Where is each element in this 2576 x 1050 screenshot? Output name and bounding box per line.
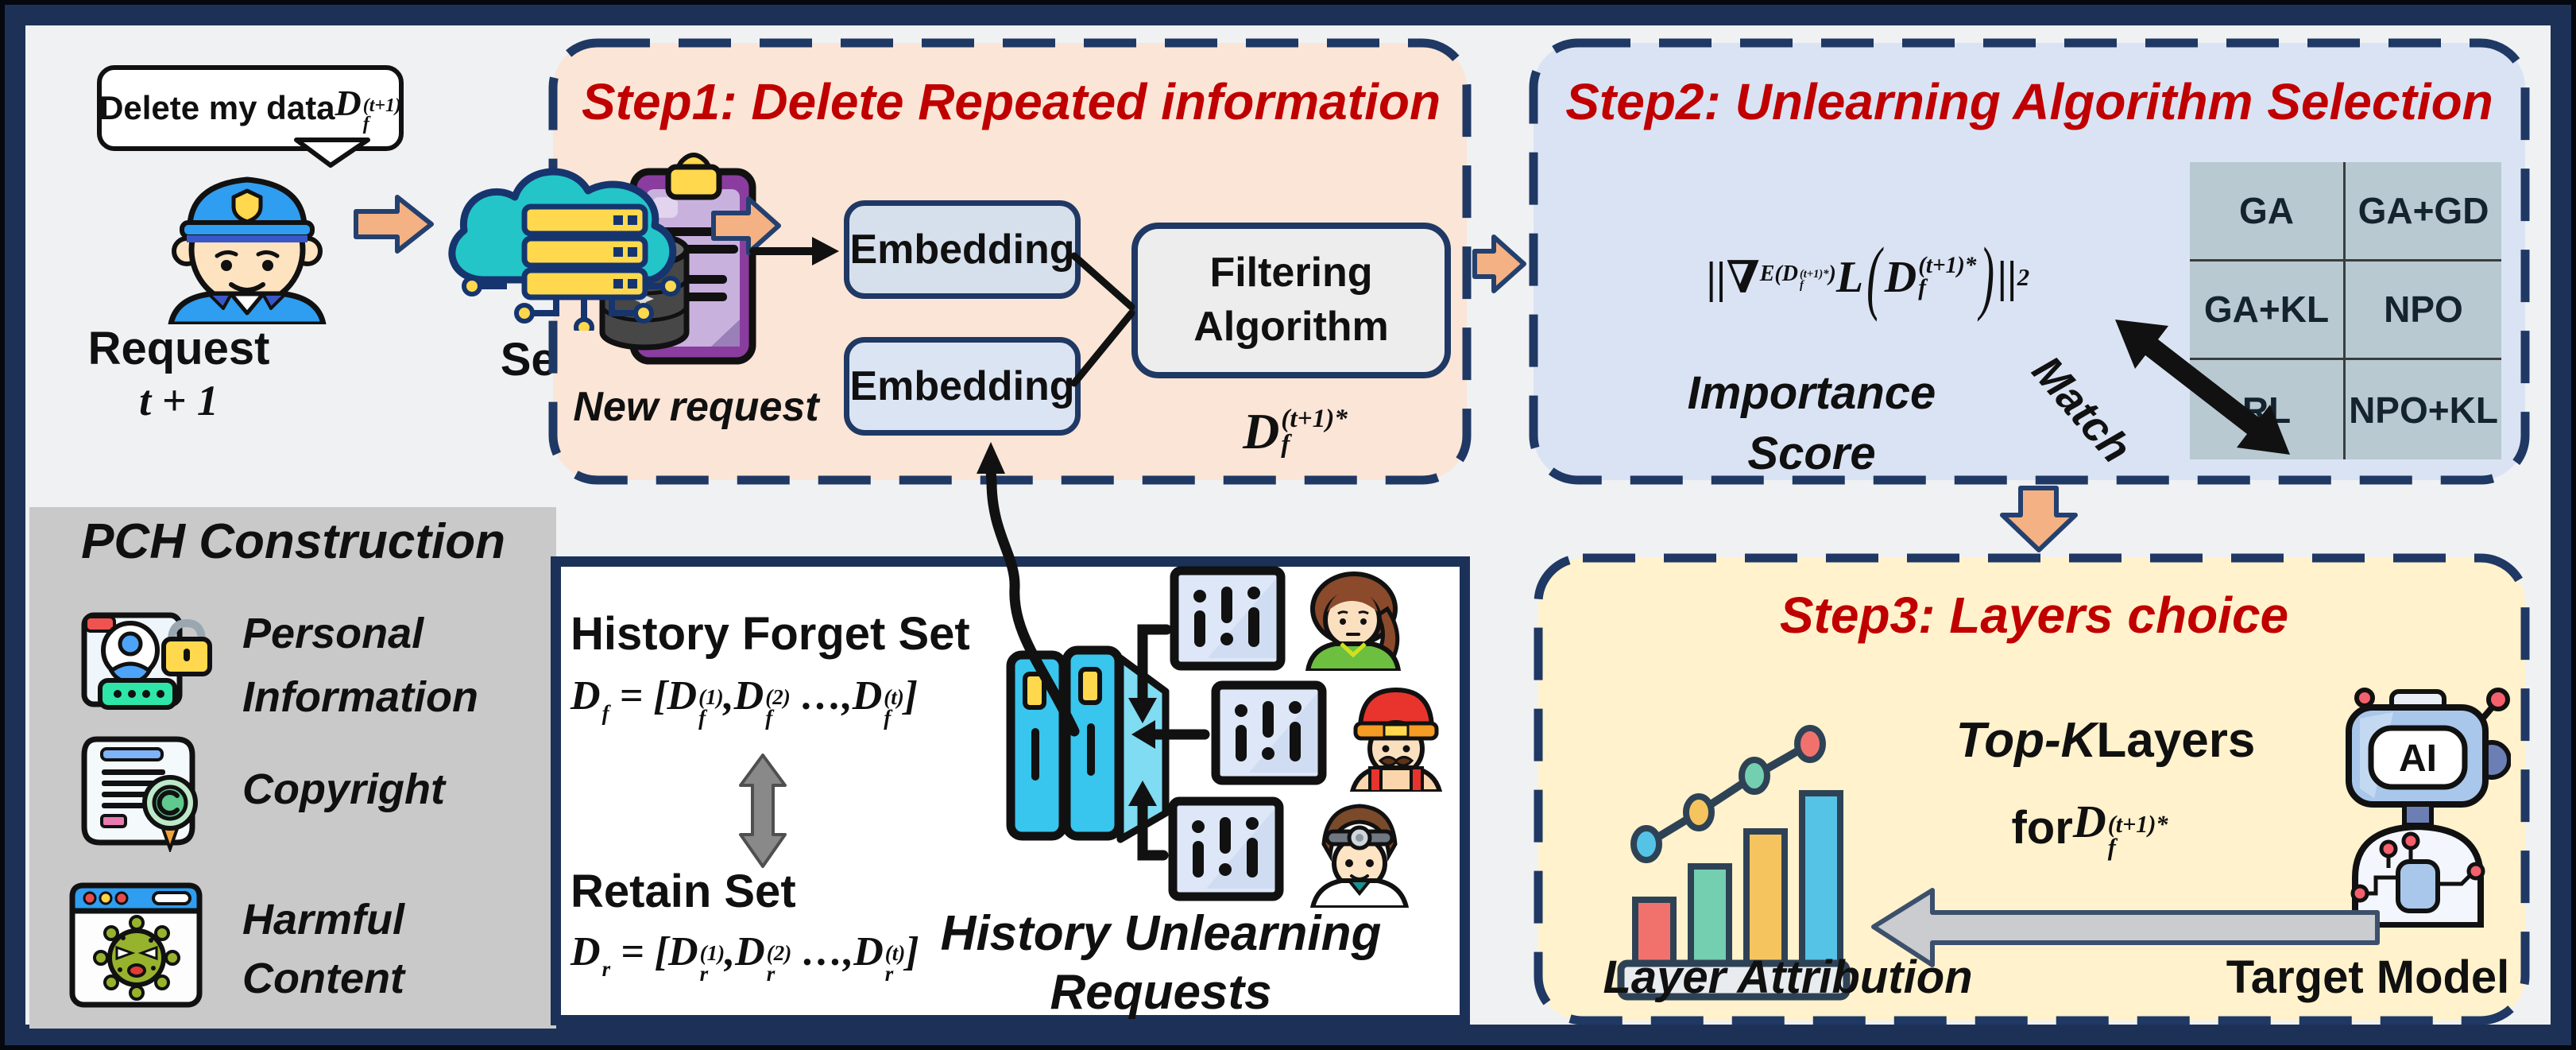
- user-doctor-avatar: [1309, 804, 1410, 908]
- embedding-box-top: Embedding: [844, 200, 1081, 299]
- algorithm-table: GA GA+GD GA+KL NPO RL NPO+KL: [2190, 162, 2501, 459]
- filtering-line1: Filtering: [1209, 250, 1373, 296]
- request-document-icon: [1168, 566, 1287, 671]
- request-document-icon: [1166, 796, 1286, 901]
- filtering-line2: Algorithm: [1193, 304, 1389, 350]
- importance-score-formula: ||∇E(D(t+1)*f) L (D(t+1)*f) ||2: [1706, 231, 2030, 324]
- layer-attribution-chart-icon: [1617, 725, 1851, 1001]
- cloud-server-icon: [448, 168, 681, 331]
- history-forget-title: History Forget Set: [571, 608, 970, 660]
- history-retain-math: D r = [D(1)r,D(2)r …,D(t)r]: [571, 929, 919, 986]
- topk-italic: Top-K: [1955, 712, 2097, 768]
- user-woman-avatar: [1305, 571, 1402, 671]
- algo-cell-gagd: GA+GD: [2346, 162, 2501, 262]
- for-math: D(t+1)*f: [2072, 796, 2168, 861]
- algo-cell-rl: RL: [2190, 360, 2346, 459]
- layer-attribution-label: Layer Attribution: [1603, 951, 1973, 1003]
- speech-bubble-math: D(t+1)f: [335, 83, 401, 135]
- algo-cell-npokl: NPO+KL: [2349, 389, 2498, 431]
- step1-output-math: D(t+1)*f: [1243, 403, 1348, 459]
- robot-face-text: AI: [2399, 738, 2437, 780]
- history-forget-math: D f = [D(1)f,D(2)f …,D(t)f]: [571, 673, 919, 730]
- topk-rest: Layers: [2096, 712, 2256, 768]
- request-document-icon: [1209, 680, 1329, 785]
- copyright-icon: [81, 736, 198, 852]
- step1-title: Step1: Delete Repeated information: [581, 73, 1441, 130]
- personal-information-icon: [81, 612, 212, 710]
- topk-layers-label: Top-K Layers: [1859, 712, 2352, 768]
- history-caption-line1: History Unlearning: [940, 905, 1382, 961]
- pch-label-harmful-line1: Harmful: [242, 896, 405, 943]
- for-text: for: [2011, 801, 2073, 854]
- request-time-label: t + 1: [139, 377, 219, 424]
- harmful-content-icon: [69, 882, 203, 1008]
- target-model-robot-icon: AI: [2346, 688, 2511, 928]
- target-model-label: Target Model: [2226, 951, 2510, 1003]
- step3-title: Step3: Layers choice: [1779, 587, 2289, 644]
- history-caption-line2: Requests: [1050, 964, 1272, 1020]
- retain-title: Retain Set: [571, 866, 796, 917]
- algo-cell-ga: GA: [2190, 162, 2346, 262]
- embedding-box-bottom: Embedding: [844, 337, 1081, 436]
- pch-title: PCH Construction: [81, 513, 505, 569]
- speech-bubble: Delete my data D(t+1)f: [97, 65, 404, 151]
- pch-label-personal-line1: Personal: [242, 610, 424, 657]
- algo-cell-gakl: GA+KL: [2190, 261, 2346, 361]
- pch-label-personal-line2: Information: [242, 673, 478, 721]
- speech-bubble-text: Delete my data: [99, 89, 335, 126]
- pch-label-harmful-line2: Content: [242, 955, 404, 1002]
- new-request-label: New request: [573, 384, 819, 430]
- importance-label-line2: Score: [1747, 427, 1876, 479]
- pch-label-copyright: Copyright: [242, 765, 445, 813]
- request-label: Request: [87, 322, 270, 374]
- history-server-icon: [1006, 645, 1170, 843]
- step2-title: Step2: Unlearning Algorithm Selection: [1565, 73, 2493, 130]
- user-builder-avatar: [1349, 687, 1443, 792]
- importance-label-line1: Importance: [1687, 366, 1936, 419]
- topk-for-line: for D(t+1)*f: [1883, 784, 2296, 871]
- algo-cell-npo: NPO: [2346, 262, 2501, 361]
- police-officer-icon: [168, 176, 327, 324]
- filtering-algorithm-box: Filtering Algorithm: [1131, 223, 1451, 378]
